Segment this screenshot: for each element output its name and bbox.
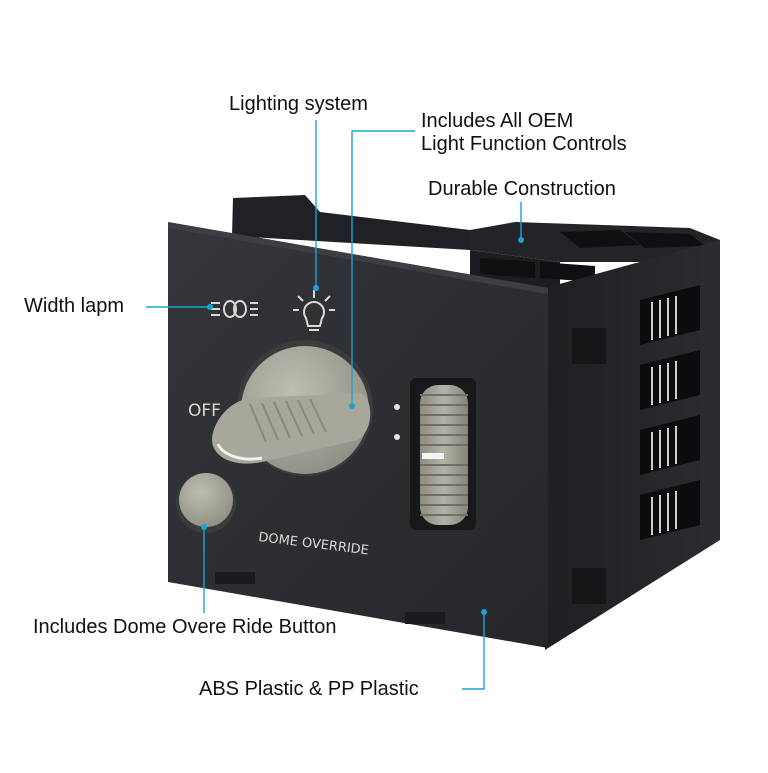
- dome-override-button: [176, 473, 236, 533]
- front-panel: OFF DOME OVERRIDE: [168, 222, 548, 648]
- side-housing: [545, 240, 720, 650]
- callout-oem-line2: Light Function Controls: [421, 133, 627, 155]
- callout-leaders: [146, 120, 524, 690]
- callout-width-lamp: Width lapm: [24, 295, 125, 317]
- rear-housing: [232, 195, 720, 300]
- light-bulb-icon: [293, 290, 335, 331]
- callout-oem-line1: Includes All OEM: [421, 110, 574, 132]
- dimmer-thumbwheel: [394, 378, 476, 530]
- off-label: OFF: [188, 401, 221, 421]
- headlight-rotary-knob: [212, 340, 373, 476]
- callout-durable: Durable Construction: [428, 178, 616, 200]
- parking-lamp-icon: [211, 300, 258, 318]
- callout-abs-plastic: ABS Plastic & PP Plastic: [199, 678, 419, 700]
- callout-dome-button: Includes Dome Overe Ride Button: [33, 616, 337, 638]
- callout-lighting-system: Lighting system: [229, 93, 368, 115]
